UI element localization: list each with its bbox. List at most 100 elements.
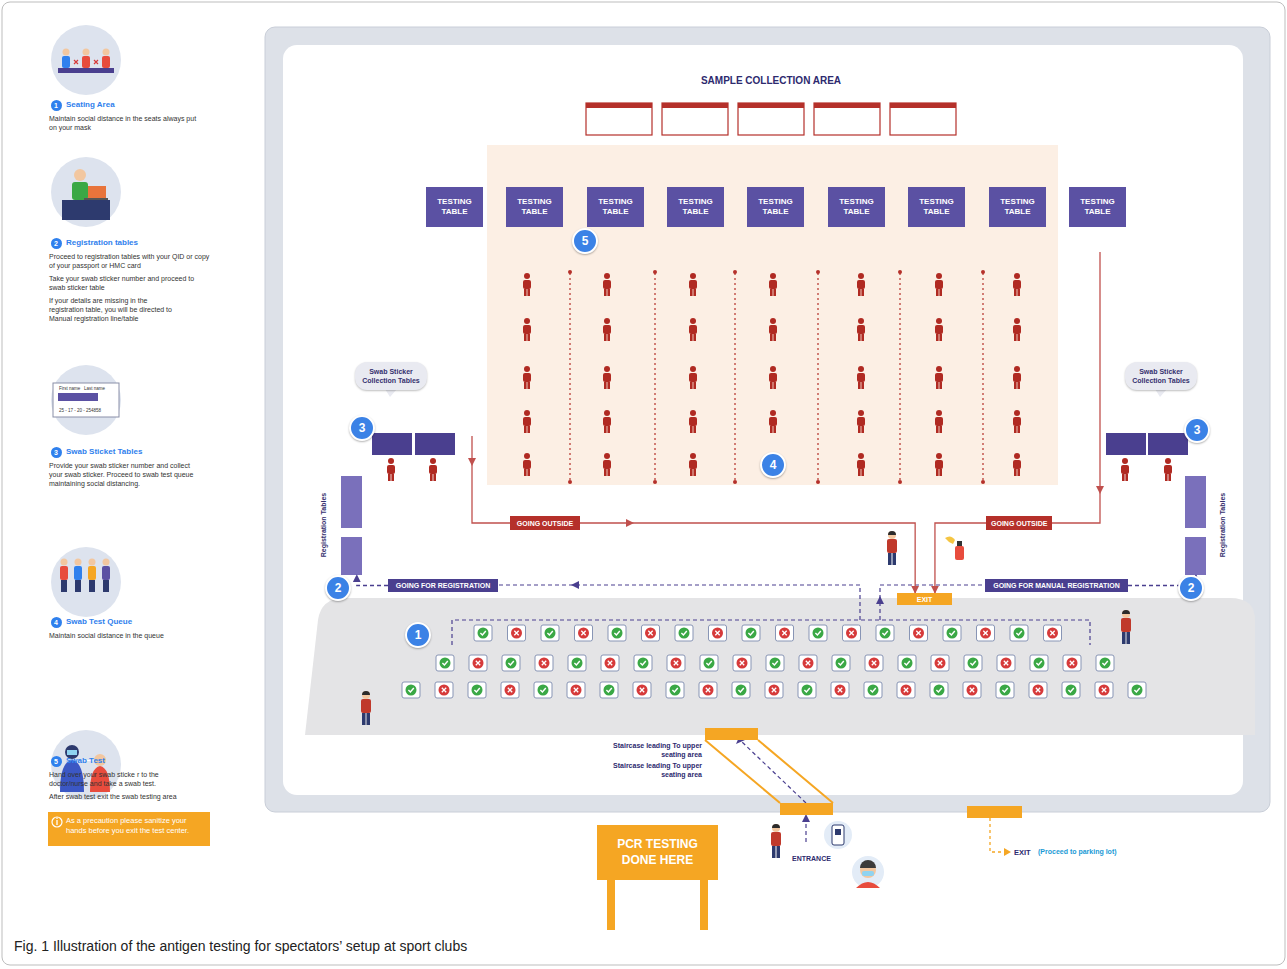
- queue-person: [690, 318, 696, 324]
- staff-figure: [1122, 632, 1126, 644]
- sanitizer-icon: [945, 536, 964, 560]
- parking-exit: [1004, 848, 1011, 856]
- seat: [913, 628, 924, 639]
- registration-flow-line: [498, 585, 860, 620]
- seat: [608, 661, 612, 665]
- queue-person: [524, 426, 527, 433]
- id-card-icon: [58, 393, 98, 401]
- queue-person: [527, 334, 530, 341]
- seat: [802, 685, 813, 696]
- step-number: 2: [51, 238, 62, 249]
- seat: [1036, 661, 1041, 665]
- queue-person: [604, 273, 610, 279]
- seat: [849, 631, 853, 635]
- seat: [604, 685, 615, 696]
- seat: [567, 682, 585, 698]
- queue-person: [773, 426, 776, 433]
- seat: [1096, 655, 1114, 671]
- seat: [880, 628, 891, 639]
- seat: [545, 628, 556, 639]
- step-heading: Swab Sticket Tables: [66, 447, 142, 456]
- flow-arrowhead: [626, 519, 634, 527]
- seat: [1099, 685, 1110, 696]
- seat: [870, 688, 875, 692]
- testing-table: TESTING TABLE: [747, 187, 804, 227]
- seat: [809, 625, 827, 641]
- seat: [910, 625, 928, 641]
- seat: [831, 682, 849, 698]
- testing-table: TESTING TABLE: [587, 187, 644, 227]
- seat: [838, 688, 842, 692]
- sticker-staff: [433, 474, 436, 481]
- queue-person: [770, 366, 776, 372]
- seat: [640, 688, 644, 692]
- flow-arrowhead: [571, 581, 579, 589]
- node-text: TESTING TABLE: [510, 197, 559, 217]
- seat: [633, 682, 651, 698]
- queue-person: [1017, 289, 1020, 296]
- queue-person: [858, 469, 861, 476]
- queue-person: [857, 417, 865, 426]
- queue-person: [604, 382, 607, 389]
- testing-table: TESTING TABLE: [426, 187, 483, 227]
- step-number: 4: [51, 617, 62, 628]
- queue-icon: [89, 580, 95, 592]
- queue-person: [523, 273, 1021, 476]
- queue-person: [689, 325, 697, 334]
- flow-label: GOING OUTSIDE: [986, 516, 1052, 530]
- staff-figure: [888, 553, 892, 565]
- flow-label: GOING OUTSIDE: [510, 516, 580, 530]
- visitor-icon: [852, 856, 884, 888]
- staircase-note: Staircase leading To upper seating area: [608, 762, 702, 780]
- seat: [769, 685, 780, 696]
- sticker-staff: [1122, 474, 1125, 481]
- seat: [535, 655, 553, 671]
- node-text: TESTING TABLE: [430, 197, 479, 217]
- flow-arrowhead: [571, 581, 884, 822]
- queue-divider: [898, 270, 902, 274]
- seat: [542, 661, 546, 665]
- seat: [732, 682, 750, 698]
- seat: [672, 688, 677, 692]
- seat: [776, 625, 794, 641]
- queue-person: [607, 334, 610, 341]
- seat: [1014, 628, 1025, 639]
- flow-arrowhead: [802, 814, 810, 822]
- parking-exit: [990, 818, 1004, 852]
- seat: [614, 631, 619, 635]
- queue-person: [1017, 426, 1020, 433]
- registration-tables: Registration Tables: [316, 475, 364, 575]
- seat: [1070, 661, 1074, 665]
- step-number: 3: [51, 447, 62, 458]
- staff-figure: [893, 553, 897, 565]
- queue-person: [690, 426, 693, 433]
- seat: [949, 631, 954, 635]
- seat: [836, 658, 847, 669]
- sticker-staff: [387, 465, 395, 474]
- queue-icon: [60, 559, 110, 593]
- seat: [478, 628, 489, 639]
- step-text: Maintain social distance in the queue: [49, 631, 214, 640]
- queue-person: [935, 325, 943, 334]
- sign-post: [607, 878, 615, 930]
- queue-person: [1013, 417, 1021, 426]
- callout-number: 2: [325, 575, 351, 601]
- bubble-tail: [385, 389, 397, 397]
- staff-figure: [772, 846, 776, 858]
- seat: [803, 658, 814, 669]
- exit-box: EXIT: [897, 593, 952, 605]
- queue-person: [607, 426, 610, 433]
- queue-person: [1014, 410, 1020, 416]
- seat: [581, 631, 585, 635]
- callout-bubble: Swab Sticker Collection Tables: [1125, 362, 1197, 390]
- registration-table: [1185, 476, 1206, 528]
- queue-person: [527, 289, 530, 296]
- node-text: Swab Sticker Collection Tables: [1131, 367, 1191, 385]
- queue-person: [693, 469, 696, 476]
- bubble-tail: [385, 389, 1167, 397]
- queue-icon: [89, 559, 96, 566]
- seat: [970, 661, 975, 665]
- seat: [439, 685, 450, 696]
- seating-icon: [82, 56, 90, 68]
- staff-figure: [772, 824, 780, 828]
